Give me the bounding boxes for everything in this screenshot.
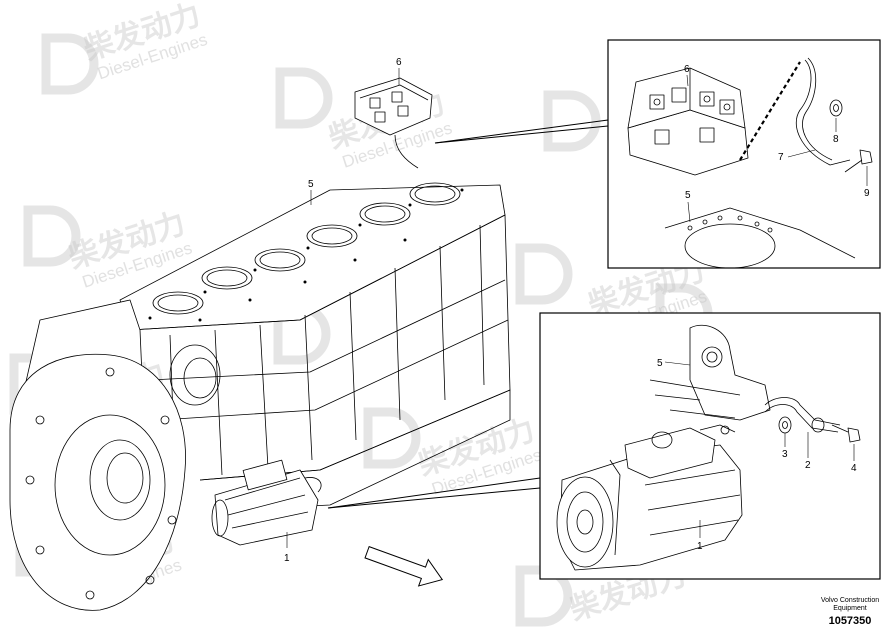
- detail-callout-starter: 1: [697, 541, 703, 552]
- callout-heater: 6: [396, 57, 402, 68]
- detail-callout-block-b: 5: [657, 358, 663, 369]
- detail-callout-cable: 7: [778, 152, 784, 163]
- detail-leaders: [327, 119, 609, 509]
- detail-callout-bolt: 9: [864, 188, 870, 199]
- detail-callout-spacer: 3: [782, 449, 788, 460]
- block-heater: [354, 77, 433, 169]
- brand-line-1: Volvo Construction: [821, 597, 879, 604]
- callout-block: 5: [308, 179, 314, 190]
- detail-callout-washer: 8: [833, 134, 839, 145]
- flywheel-housing: [9, 353, 186, 611]
- detail-box-heater: 6 5 7 8 9: [607, 39, 881, 269]
- detail-callout-bracket: 2: [805, 460, 811, 471]
- direction-arrow-icon: [364, 545, 444, 587]
- callout-starter: 1: [284, 553, 290, 564]
- detail-callout-bolt-b: 4: [851, 463, 857, 474]
- engine-block: [9, 77, 511, 611]
- detail-callout-block: 5: [685, 190, 691, 201]
- footer: Volvo Construction Equipment 1057350: [821, 597, 879, 627]
- document-number: 1057350: [829, 615, 872, 627]
- cylinder-bores: [152, 182, 461, 315]
- brand-line-2: Equipment: [833, 605, 867, 612]
- starter-motor: [211, 459, 322, 546]
- deck-bolt-holes: [148, 188, 464, 322]
- main-callouts: 6 5 1: [284, 57, 402, 564]
- detail-box-starter: 5 1 2 3 4: [539, 312, 881, 580]
- detail-callout-heater: 6: [684, 64, 690, 75]
